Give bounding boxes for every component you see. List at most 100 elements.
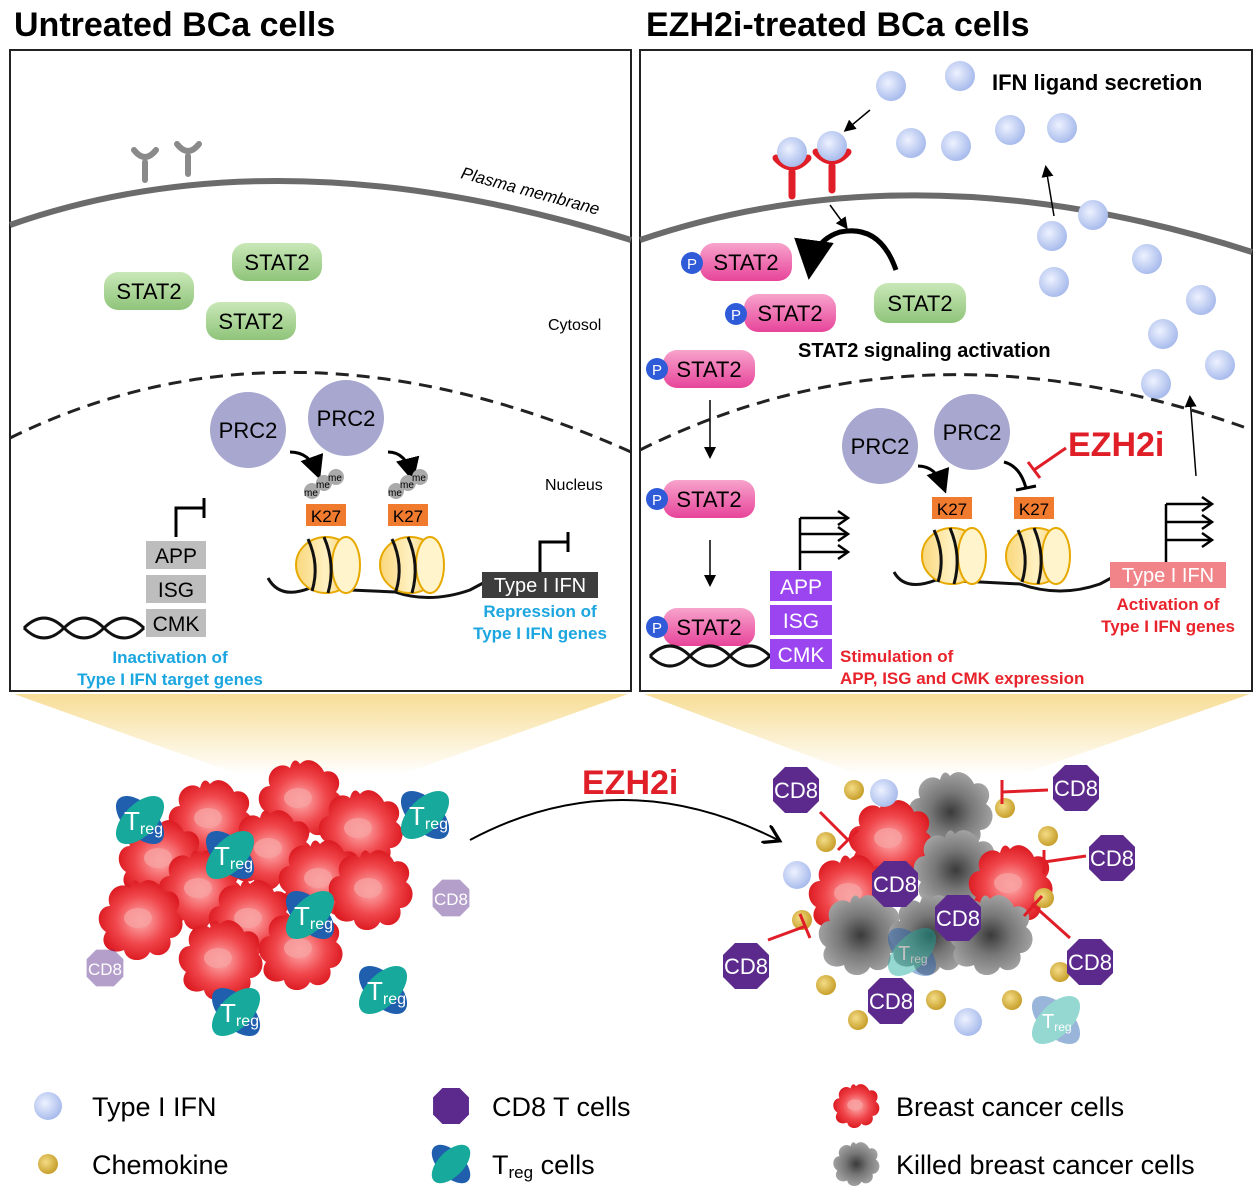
svg-text:me: me xyxy=(400,480,414,491)
svg-text:P: P xyxy=(652,492,662,509)
svg-text:K27: K27 xyxy=(937,500,967,519)
svg-text:Treg: Treg xyxy=(367,976,406,1008)
svg-text:STAT2: STAT2 xyxy=(713,250,778,275)
svg-text:CD8: CD8 xyxy=(774,778,818,803)
stimulation-text-2: APP, ISG and CMK expression xyxy=(840,669,1084,688)
svg-text:STAT2: STAT2 xyxy=(218,309,283,334)
svg-text:P: P xyxy=(731,307,741,324)
svg-text:APP: APP xyxy=(155,545,197,568)
treg-left-2: Treg xyxy=(197,822,263,888)
stat2-phospho-2: STAT2 P xyxy=(725,294,836,332)
treg-left-5: Treg xyxy=(203,979,269,1045)
legend-ifn-label: Type I IFN xyxy=(92,1092,217,1122)
legend-cd8-label: CD8 T cells xyxy=(492,1092,631,1122)
svg-text:me: me xyxy=(328,473,342,484)
ezh2i-inhibition: EZH2i xyxy=(1026,426,1164,479)
inactivation-text-2: Type I IFN target genes xyxy=(77,670,263,689)
inactivation-text-1: Inactivation of xyxy=(112,648,228,667)
svg-text:Treg: Treg xyxy=(124,806,163,838)
treg-right-faint-1: Treg xyxy=(879,919,945,985)
legend-cancer-icon xyxy=(833,1084,880,1129)
svg-text:Treg: Treg xyxy=(898,943,928,966)
cd8-right-2: CD8 xyxy=(1053,765,1099,811)
legend-cancer-label: Breast cancer cells xyxy=(896,1092,1124,1122)
cytosol-label: Cytosol xyxy=(548,317,601,334)
right-target-genes: APP ISG CMK xyxy=(770,509,851,669)
repression-text-2: Type I IFN genes xyxy=(473,624,607,643)
stat2-unphosph-3: STAT2 xyxy=(206,302,296,340)
ifn-ligands-secreted xyxy=(876,61,1235,399)
cd8-right-4: CD8 xyxy=(872,861,918,907)
prc2-right-2: PRC2 xyxy=(934,394,1010,470)
svg-text:CD8: CD8 xyxy=(724,954,768,979)
activation-text-1: Activation of xyxy=(1117,595,1220,614)
left-ifn-gene: Type I IFN xyxy=(482,532,598,598)
svg-text:K27: K27 xyxy=(311,507,341,526)
cd8-faint-1: CD8 xyxy=(432,879,470,917)
legend-killed-icon xyxy=(833,1142,880,1187)
cd8-faint-2: CD8 xyxy=(86,949,124,987)
untreated-tumor xyxy=(98,760,413,1001)
treatment-arrow xyxy=(469,799,778,840)
cd8-right-1: CD8 xyxy=(773,767,819,813)
svg-text:PRC2: PRC2 xyxy=(943,420,1002,445)
svg-text:CMK: CMK xyxy=(778,644,825,667)
legend-cd8-icon xyxy=(433,1088,469,1124)
cd8-right-6: CD8 xyxy=(1067,939,1113,985)
svg-text:K27: K27 xyxy=(1019,500,1049,519)
svg-text:P: P xyxy=(687,256,697,273)
right-dna-helix xyxy=(648,644,772,668)
nucleus-label: Nucleus xyxy=(545,477,603,494)
k27-mark-right-2: K27 xyxy=(1014,497,1054,519)
left-target-genes: APP ISG CMK xyxy=(146,498,206,637)
right-panel-title: EZH2i-treated BCa cells xyxy=(646,6,1030,44)
repression-text-1: Repression of xyxy=(483,602,597,621)
svg-text:CD8: CD8 xyxy=(1090,846,1134,871)
svg-text:me: me xyxy=(316,480,330,491)
left-panel-title: Untreated BCa cells xyxy=(14,6,335,44)
cd8-t-cells xyxy=(767,780,1087,942)
svg-text:ISG: ISG xyxy=(158,579,194,602)
stat2-signaling-label: STAT2 signaling activation xyxy=(798,340,1051,362)
treg-left-4: Treg xyxy=(277,882,343,948)
treg-left-6: Treg xyxy=(350,957,416,1023)
legend-treg-icon xyxy=(424,1137,478,1191)
svg-text:STAT2: STAT2 xyxy=(116,279,181,304)
treg-left-3: Treg xyxy=(392,782,458,848)
stat2-phospho-3: STAT2 P xyxy=(646,350,755,388)
stat2-phospho-4: STAT2 P xyxy=(646,480,755,518)
svg-text:STAT2: STAT2 xyxy=(676,615,741,640)
nucleosome-right-1 xyxy=(920,526,988,586)
k27-mark-right-1: K27 xyxy=(932,497,972,519)
cd8-right-3: CD8 xyxy=(1089,835,1135,881)
right-plasma-membrane xyxy=(639,192,1253,255)
nucleosome-left-1 xyxy=(294,535,362,595)
svg-text:CD8: CD8 xyxy=(88,960,122,979)
svg-text:CD8: CD8 xyxy=(1068,950,1112,975)
left-receptor-group xyxy=(131,141,202,183)
svg-text:K27: K27 xyxy=(393,507,423,526)
svg-text:CD8: CD8 xyxy=(434,890,468,909)
svg-text:ISG: ISG xyxy=(783,610,819,633)
legend-treg-label: Treg cells xyxy=(492,1150,595,1182)
left-plasma-membrane xyxy=(9,177,632,243)
svg-text:APP: APP xyxy=(780,576,822,599)
svg-text:P: P xyxy=(652,362,662,379)
svg-text:PRC2: PRC2 xyxy=(317,406,376,431)
svg-text:CD8: CD8 xyxy=(873,872,917,897)
svg-text:Treg: Treg xyxy=(409,801,448,833)
svg-text:EZH2i: EZH2i xyxy=(1068,426,1164,464)
treg-left-1: Treg xyxy=(107,787,173,853)
ezh2i-transition-label: EZH2i xyxy=(582,764,678,802)
left-chromatin-strand xyxy=(266,577,486,600)
svg-text:me: me xyxy=(388,488,402,499)
ifn-dots-tumor xyxy=(783,779,982,1036)
svg-text:Treg: Treg xyxy=(294,901,333,933)
legend-killed-label: Killed breast cancer cells xyxy=(896,1150,1195,1180)
svg-text:CD8: CD8 xyxy=(1054,776,1098,801)
svg-text:me: me xyxy=(304,488,318,499)
prc2-right-1: PRC2 xyxy=(842,408,918,484)
right-nuclear-envelope xyxy=(639,373,1253,452)
treg-right-faint-2: Treg xyxy=(1023,987,1089,1053)
